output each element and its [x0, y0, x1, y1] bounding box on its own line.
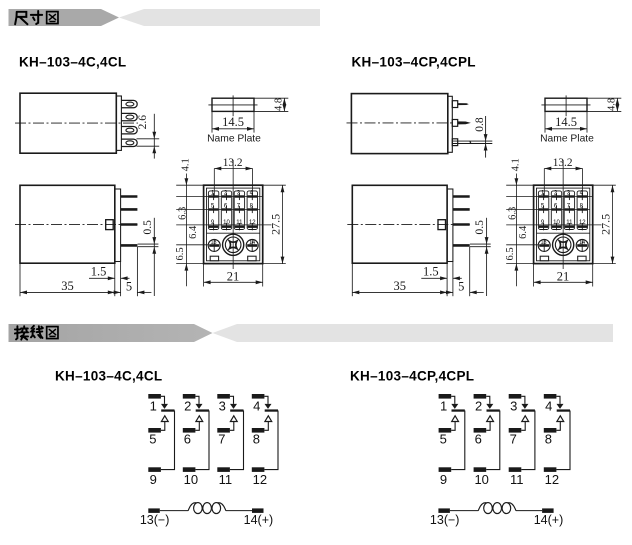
- svg-text:5: 5: [440, 431, 447, 446]
- svg-text:12: 12: [253, 472, 267, 487]
- svg-text:KH–103–4C,4CL: KH–103–4C,4CL: [55, 369, 162, 384]
- svg-text:8: 8: [545, 431, 552, 446]
- svg-text:14(+): 14(+): [244, 513, 274, 527]
- svg-text:KH–103–4CP,4CPL: KH–103–4CP,4CPL: [352, 55, 476, 70]
- svg-text:KH–103–4C,4CL: KH–103–4C,4CL: [19, 55, 126, 70]
- svg-text:3: 3: [219, 398, 226, 413]
- svg-text:9: 9: [440, 472, 447, 487]
- svg-text:9: 9: [150, 472, 157, 487]
- svg-text:12: 12: [545, 472, 559, 487]
- svg-text:5: 5: [149, 431, 156, 446]
- svg-text:2: 2: [184, 398, 191, 413]
- svg-text:13(−): 13(−): [140, 513, 170, 527]
- svg-text:KH–103–4CP,4CPL: KH–103–4CP,4CPL: [350, 369, 474, 384]
- svg-text:10: 10: [474, 472, 488, 487]
- svg-text:4: 4: [253, 398, 260, 413]
- svg-text:13(−): 13(−): [430, 513, 460, 527]
- svg-text:6: 6: [184, 431, 191, 446]
- svg-text:7: 7: [218, 431, 225, 446]
- svg-text:0.8: 0.8: [474, 117, 486, 132]
- svg-text:4: 4: [545, 398, 552, 413]
- svg-text:7: 7: [510, 431, 517, 446]
- svg-text:6: 6: [475, 431, 482, 446]
- svg-text:11: 11: [510, 472, 524, 487]
- svg-text:11: 11: [219, 472, 233, 487]
- svg-text:1: 1: [150, 398, 157, 413]
- svg-text:8: 8: [253, 431, 260, 446]
- svg-text:3: 3: [510, 398, 517, 413]
- svg-text:2.6: 2.6: [137, 115, 149, 130]
- svg-text:1: 1: [440, 398, 447, 413]
- svg-text:10: 10: [184, 472, 198, 487]
- svg-text:2: 2: [475, 398, 482, 413]
- svg-text:14(+): 14(+): [534, 513, 564, 527]
